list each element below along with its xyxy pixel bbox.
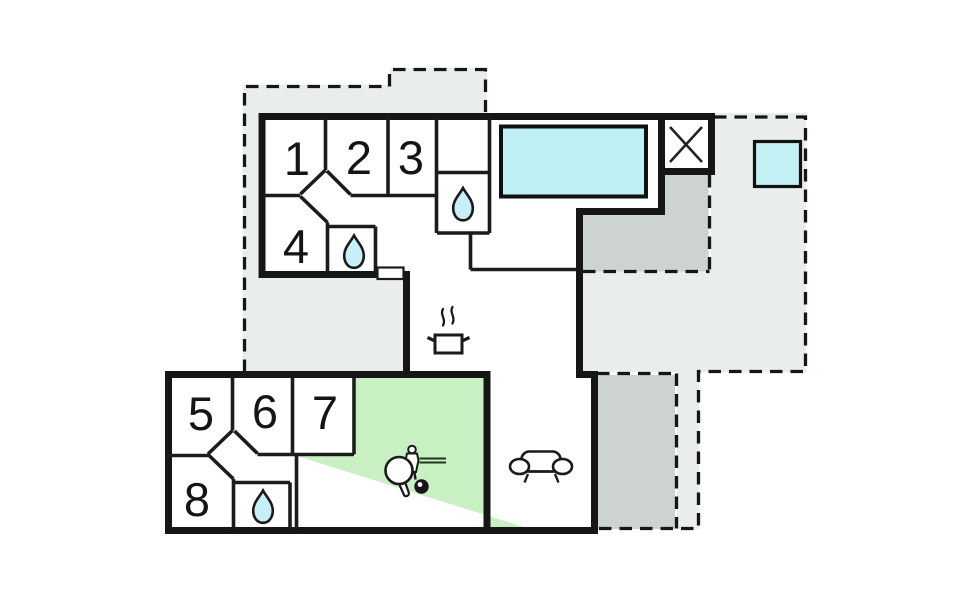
building-outer-walls — [165, 113, 715, 534]
room-1-label: 1 — [284, 132, 310, 185]
table-tennis-paddle-icon — [384, 455, 414, 498]
terrace-left-lower — [243, 278, 403, 372]
room-8-label: 8 — [184, 473, 210, 526]
terrace-top-left — [243, 85, 390, 113]
room-2-label: 2 — [346, 131, 372, 184]
terrace-light-areas — [243, 68, 806, 529]
swimming-pool — [499, 124, 648, 199]
room-6-label: 6 — [252, 385, 278, 438]
terrace-top-left-step — [390, 68, 487, 113]
terrace-right-lower-strip — [677, 372, 699, 529]
billiard-ball-icon — [414, 479, 429, 494]
building-interior-thick-walls — [403, 116, 665, 531]
terrace-dashed-outlines — [242, 67, 808, 531]
room-7-label: 7 — [312, 386, 338, 439]
room-4-label: 4 — [283, 220, 309, 273]
sofa-icon — [508, 450, 574, 483]
room-3-label: 3 — [398, 131, 424, 184]
terrace-dark-areas — [583, 175, 709, 529]
room-5-label: 5 — [188, 387, 214, 440]
building-footprint — [168, 116, 712, 531]
entrance-door — [376, 266, 405, 281]
room-partition-walls — [165, 118, 577, 529]
terrace-outline-left — [242, 67, 488, 372]
hot-tub — [752, 139, 803, 189]
crossed-box-icon — [669, 126, 703, 163]
terrace-dark-notch — [583, 175, 709, 272]
stove-icon — [426, 305, 471, 355]
terrace-dark-lower — [598, 375, 675, 529]
terrace-right-mid — [583, 271, 711, 372]
terrace-left-strip — [243, 113, 258, 278]
terrace-outline-right — [598, 115, 808, 531]
